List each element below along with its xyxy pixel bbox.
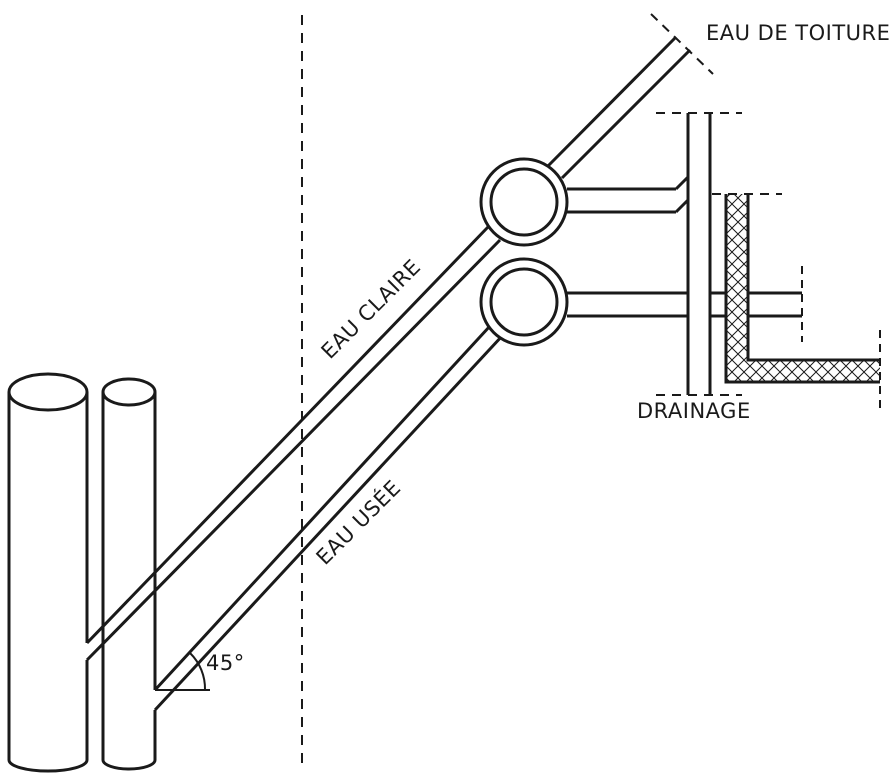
drainage-connection (567, 175, 690, 214)
main-sewer-right (101, 377, 157, 771)
inspection-chamber-upper (479, 157, 569, 247)
foundation-wall (712, 193, 881, 410)
roof-water-pipe (546, 13, 714, 180)
drainage-vertical-pipe (656, 112, 742, 396)
waste-water-connection (567, 266, 803, 342)
main-sewer-left (7, 372, 89, 773)
label-roof-water: EAU DE TOITURE (706, 21, 890, 45)
roof-water-cut-line (650, 13, 714, 75)
waste-water-pipe (153, 324, 505, 712)
clear-water-pipe (85, 225, 502, 662)
label-angle: 45° (206, 651, 245, 675)
label-drainage: DRAINAGE (637, 399, 751, 423)
inspection-chamber-lower (479, 257, 569, 347)
angle-marker (155, 652, 210, 691)
